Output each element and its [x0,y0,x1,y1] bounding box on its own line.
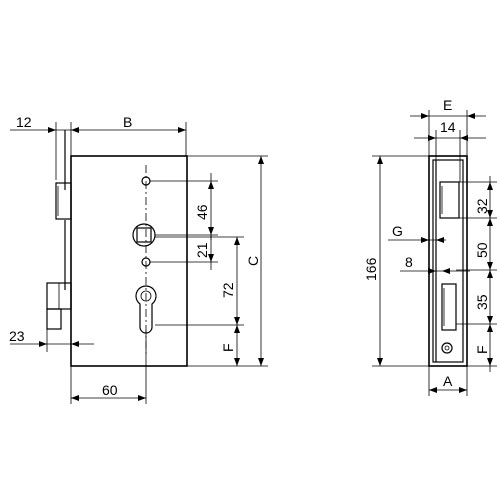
dim-g-arrow-a [421,237,429,243]
dim-46-label: 46 [194,204,210,220]
dim-14-arrow-b [460,135,468,141]
dim-23-label: 23 [9,328,25,344]
dim-f-arrow-top [234,325,240,333]
dim-8-arrow-a [428,268,436,274]
dim-35-label: 35 [474,294,490,310]
dim-50-arrow-top [487,218,493,226]
side-view: E 14 166 G 8 32 [363,97,497,396]
dim-a-arrow-b [459,387,467,393]
lock-body-outline [70,155,188,367]
dim-21-arrow-bottom [208,254,214,262]
deadbolt-lower [46,308,62,330]
side-latch-bolt [439,181,460,219]
side-screw [441,342,453,354]
dim-72-arrow-top [234,237,240,245]
dim-23-arrow-b [71,341,79,347]
dim-c-label: C [245,256,261,266]
front-view: 12 B C 46 21 72 F [9,114,268,404]
side-case-inner [432,159,464,363]
dim-72-label: 72 [220,282,236,298]
dim-21-label: 21 [194,242,210,258]
dim-12-arrow-a [48,127,56,133]
dim-a-label: A [443,373,453,389]
follower-square [136,227,152,243]
dim-166-arrow-bottom [377,358,383,366]
dim-f-arrow-bottom [234,358,240,366]
dim-46-arrow-top [208,181,214,189]
dim-f-label: F [220,343,236,352]
dim-f-side-arrow-bottom [487,358,493,366]
dim-46-arrow-bottom [208,227,214,235]
keyhole-inner [140,290,152,302]
side-screw-inner [444,345,450,351]
dim-50-arrow-bottom [487,262,493,270]
side-case-outline [428,155,468,367]
dim-e-label: E [443,97,452,113]
dim-8-arrow-b [442,268,450,274]
follower-circle [132,223,156,247]
dim-32-arrow-bottom [487,210,493,218]
dim-23-arrow-a [39,341,47,347]
dim-f-side-arrow-top [487,324,493,332]
dim-32-arrow-top [487,182,493,190]
dim-a-arrow-a [429,387,437,393]
dim-50-label: 50 [474,242,490,258]
dim-g-label: G [392,223,403,239]
dim-166-label: 166 [363,257,379,281]
dim-35-arrow-top [487,270,493,278]
dim-e-arrow-a [421,113,429,119]
side-deadbolt [441,283,457,331]
dim-60-arrow-b [138,395,146,401]
dim-60-label: 60 [102,382,118,398]
dim-35-arrow-bottom [487,316,493,324]
latch-bolt [55,182,72,220]
dim-32-label: 32 [474,198,490,214]
dim-14-arrow-a [428,135,436,141]
dim-c-arrow-top [258,156,264,164]
dim-14-label: 14 [440,119,456,135]
dim-b-arrow-b [178,127,186,133]
dim-60-arrow-a [71,395,79,401]
dim-e-arrow-b [467,113,475,119]
dim-166-arrow-top [377,156,383,164]
dim-12-label: 12 [16,114,32,130]
dim-b-label: B [123,114,132,130]
dim-12-arrow-b [71,127,79,133]
dim-f-side-label: F [474,345,490,354]
dim-72-arrow-bottom [234,317,240,325]
dim-8-label: 8 [405,254,413,270]
cylinder-keyhole [135,285,157,334]
dim-g-arrow-b [436,237,444,243]
dim-c-arrow-bottom [258,358,264,366]
